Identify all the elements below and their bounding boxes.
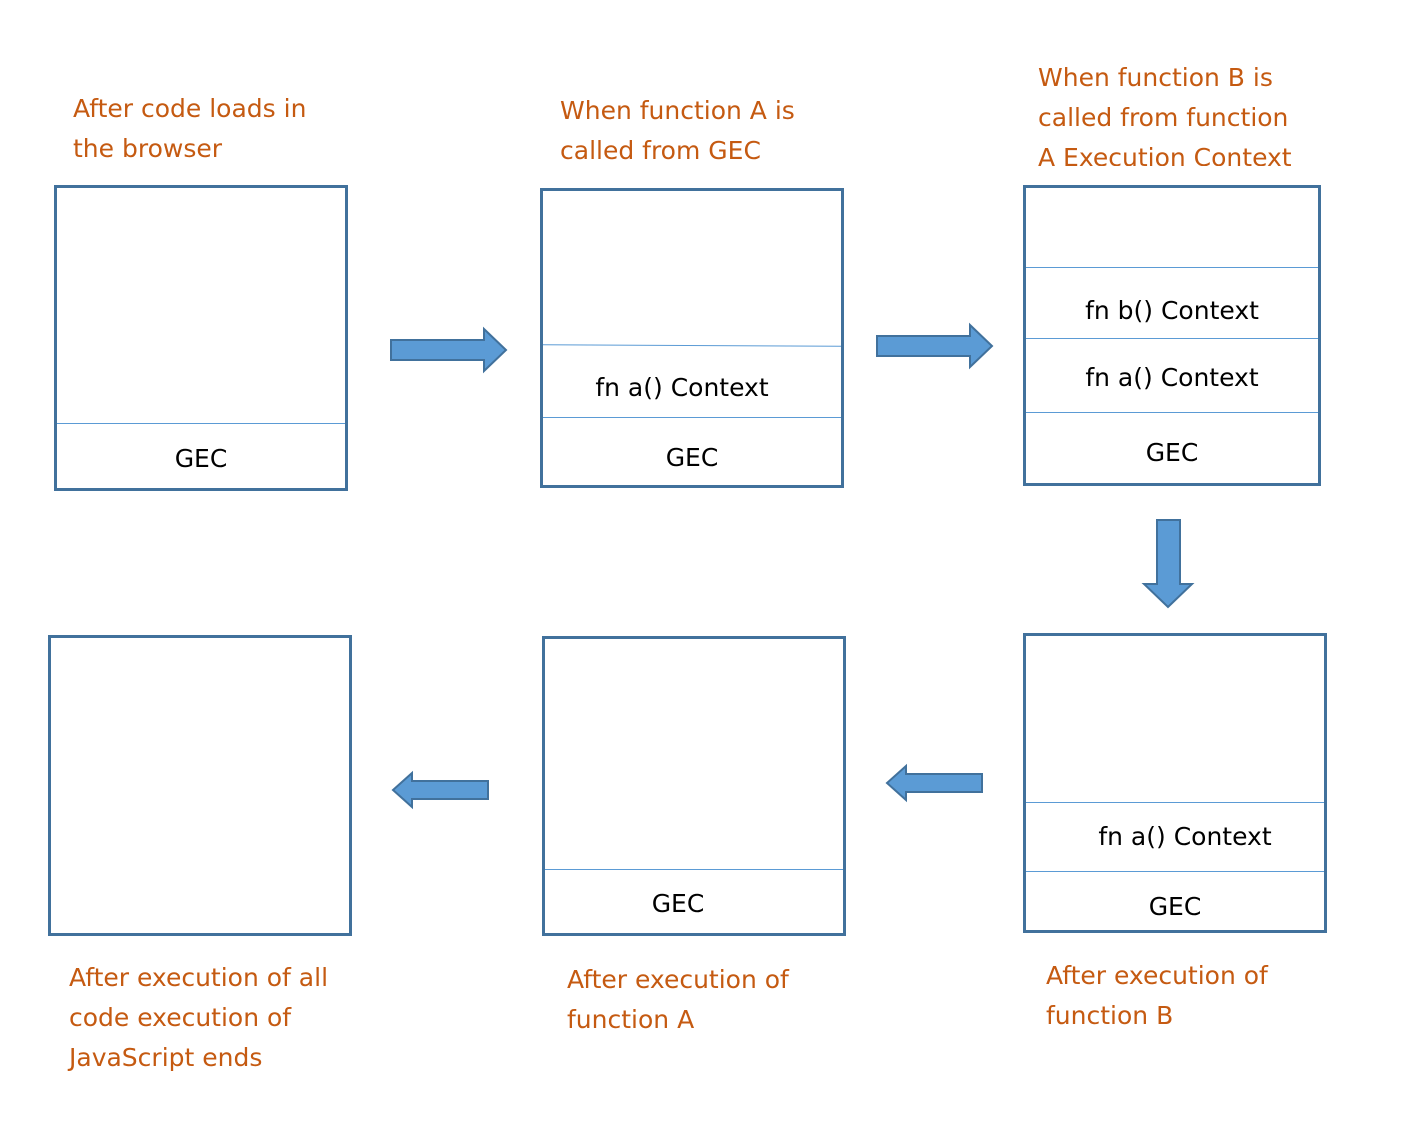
- stack-frame-fn-a: fn a() Context: [1085, 363, 1259, 392]
- stack-divider: [1026, 412, 1318, 413]
- caption-line: function B: [1046, 1001, 1174, 1030]
- arrow-right-icon: [390, 326, 508, 374]
- caption-line: When function A is: [560, 96, 795, 125]
- caption-line: function A: [567, 1005, 695, 1034]
- caption-after-function-a: After execution of function A: [567, 960, 789, 1040]
- stack-frame-gec: GEC: [174, 444, 228, 473]
- caption-line: A Execution Context: [1038, 143, 1292, 166]
- caption-line: After execution of: [1046, 961, 1268, 990]
- stack-frame-gec: GEC: [1148, 892, 1202, 921]
- stack-divider: [1026, 871, 1324, 872]
- caption-line: After execution of: [567, 965, 789, 994]
- call-stack-after-function-b: fn a() Context GEC: [1023, 633, 1327, 933]
- caption-function-a-called: When function A is called from GEC: [560, 91, 795, 171]
- caption-after-code-loads: After code loads in the browser: [73, 89, 306, 169]
- call-stack-function-a: fn a() Context GEC: [540, 188, 844, 488]
- caption-line: code execution of: [69, 1003, 292, 1032]
- caption-function-b-called: When function B is called from function …: [1038, 58, 1292, 166]
- caption-after-function-b: After execution of function B: [1046, 956, 1268, 1036]
- stack-divider: [1026, 267, 1318, 268]
- arrow-left-icon: [885, 763, 983, 803]
- caption-line: JavaScript ends: [69, 1043, 263, 1072]
- stack-divider: [57, 423, 345, 424]
- arrow-down-icon: [1141, 519, 1195, 609]
- stack-frame-gec: GEC: [1145, 438, 1199, 467]
- caption-line: called from GEC: [560, 136, 761, 165]
- stack-divider: [545, 869, 843, 870]
- stack-frame-fn-b: fn b() Context: [1085, 296, 1259, 325]
- arrow-left-icon: [391, 770, 489, 810]
- stack-divider: [1026, 338, 1318, 339]
- stack-divider: [1026, 802, 1324, 803]
- stack-frame-gec: GEC: [651, 889, 705, 918]
- call-stack-after-function-a: GEC: [542, 636, 846, 936]
- caption-line: When function B is: [1038, 63, 1273, 92]
- stack-divider: [543, 417, 841, 418]
- caption-javascript-ends: After execution of all code execution of…: [69, 958, 328, 1078]
- caption-line: After code loads in: [73, 94, 307, 123]
- stack-frame-gec: GEC: [665, 443, 719, 472]
- arrow-right-icon: [876, 322, 994, 370]
- stack-frame-fn-a: fn a() Context: [1098, 822, 1272, 851]
- caption-line: called from function: [1038, 103, 1289, 132]
- stack-frame-fn-a: fn a() Context: [595, 373, 769, 402]
- call-stack-empty: [48, 635, 352, 936]
- caption-line: After execution of all: [69, 963, 329, 992]
- call-stack-function-b: fn b() Context fn a() Context GEC: [1023, 185, 1321, 486]
- call-stack-initial: GEC: [54, 185, 348, 491]
- caption-line: the browser: [73, 134, 222, 163]
